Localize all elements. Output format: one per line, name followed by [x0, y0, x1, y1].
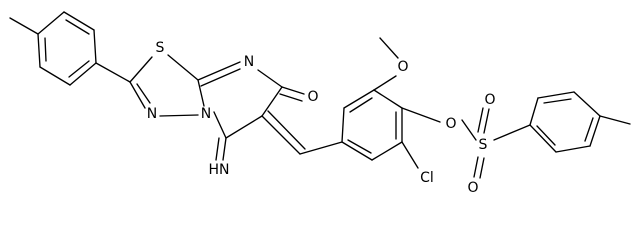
pyrimidine-nitrogen-label: N	[244, 54, 254, 70]
imine-label: HN	[209, 162, 230, 178]
atom-labels: S N N N O HN O O S O O Cl	[147, 40, 496, 196]
carbonyl-oxygen-label: O	[307, 89, 318, 105]
thiadiazole-nitrogen-label: N	[147, 106, 157, 122]
molecule-structure: S N N N O HN O O S O O Cl	[9, 11, 631, 196]
bridgehead-nitrogen-label: N	[201, 106, 211, 122]
chlorine-label: Cl	[420, 170, 434, 186]
ester-oxygen-label: O	[445, 116, 456, 132]
sulfonyl-oxygen-top-label: O	[484, 92, 495, 108]
sulfonyl-sulfur-label: S	[479, 137, 488, 153]
methoxy-oxygen-label: O	[397, 59, 408, 75]
sulfonyl-oxygen-bottom-label: O	[467, 180, 478, 196]
bonds	[9, 11, 631, 179]
thiadiazole-sulfur-label: S	[156, 40, 165, 56]
